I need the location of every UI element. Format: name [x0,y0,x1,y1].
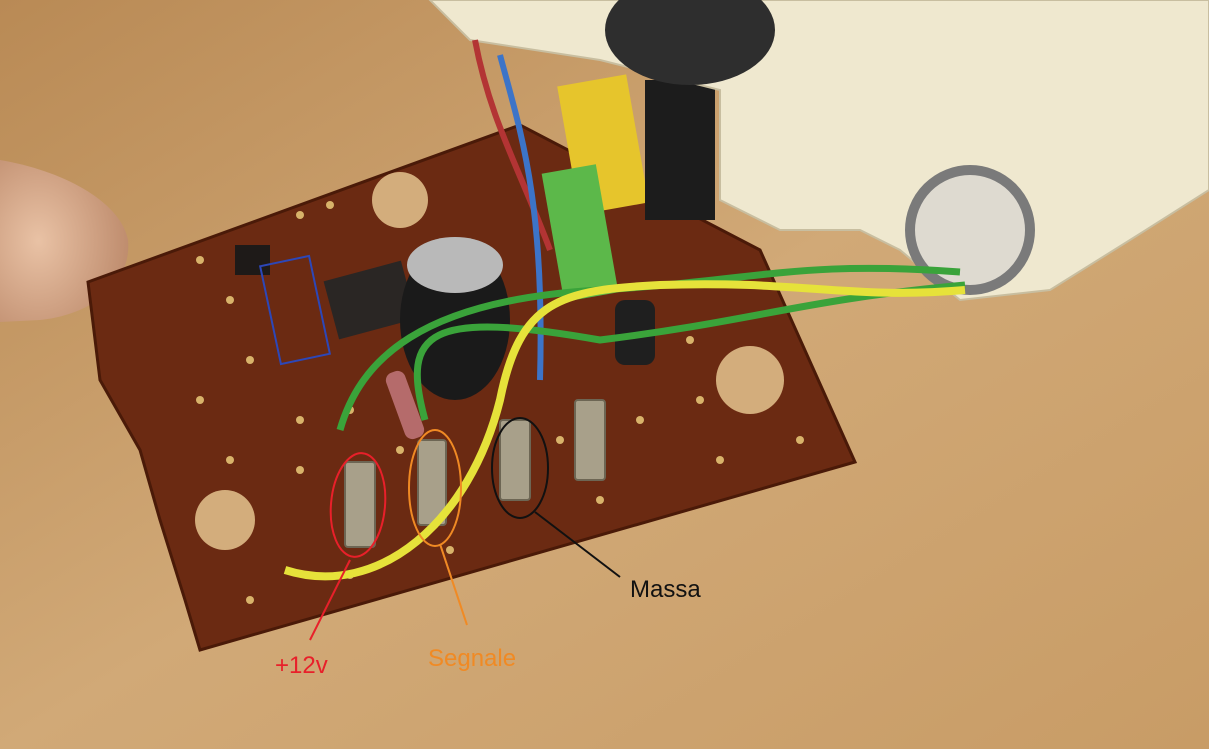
film-capacitor-green [541,164,619,302]
annotation-segnale: Segnale [408,429,516,672]
resistor [385,370,425,440]
pinch-roller [905,165,1035,295]
green-wire [413,281,966,421]
ic-chip [323,260,417,340]
board-hole [195,490,255,550]
board-hole [372,172,428,228]
label-massa: Massa [630,576,701,603]
handwritten-label [258,254,332,366]
transistor [235,245,270,275]
spade-terminals [344,399,606,548]
yellow-wire [283,280,966,581]
annotation-plus12v: +12v [275,452,387,679]
rubber-wheel [605,0,775,85]
label-segnale: Segnale [428,645,516,672]
black-capacitor [645,80,715,220]
capacitor-top [407,237,503,293]
board-hole [716,346,784,414]
annotation-massa: Massa [491,417,701,603]
label-plus12v: +12v [275,652,328,679]
red-wire [472,39,553,252]
